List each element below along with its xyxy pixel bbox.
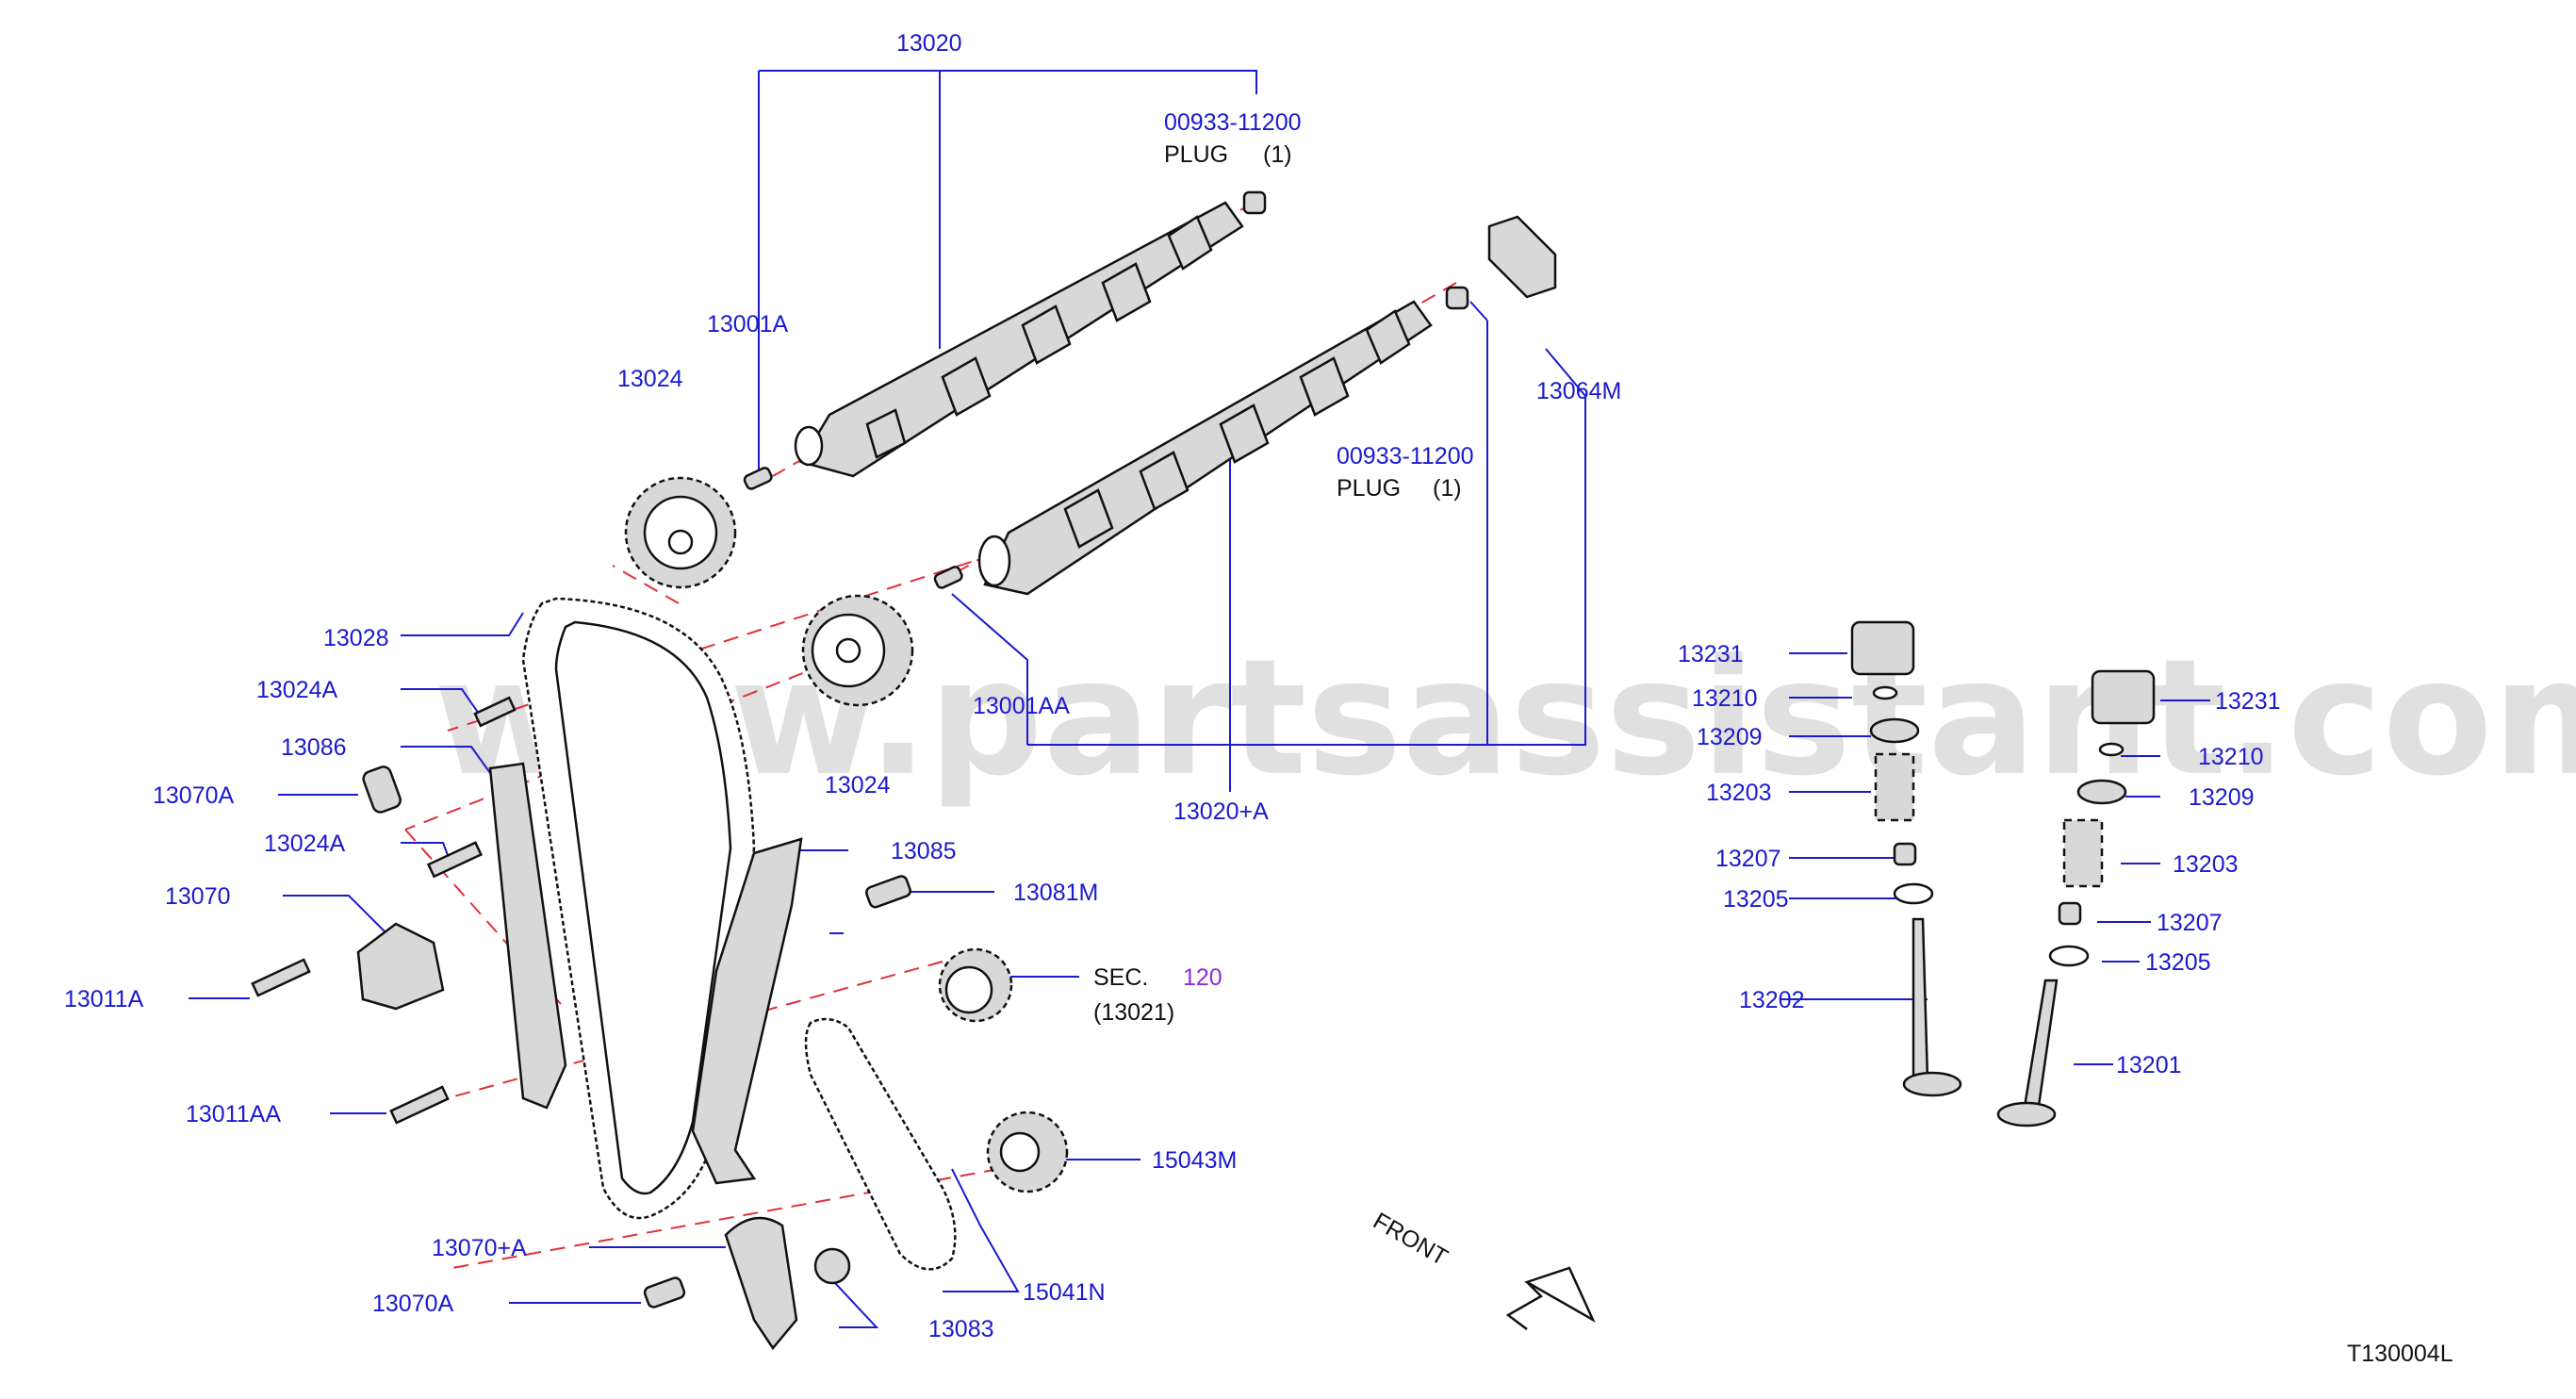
chain-guides [488, 762, 803, 1185]
sprockets [624, 476, 1069, 1285]
callout-13205-left: 13205 [1723, 886, 1789, 913]
callout-13028: 13028 [323, 625, 389, 651]
valve-train [1850, 620, 2156, 1127]
callout-13011AA: 13011AA [186, 1101, 281, 1127]
callout-13020-plus-A: 13020+A [1173, 798, 1269, 825]
callout-13086: 13086 [281, 734, 347, 761]
callout-15043M: 15043M [1152, 1147, 1237, 1174]
callout-13070: 13070 [165, 883, 231, 910]
callout-15041N: 15041N [1023, 1279, 1106, 1306]
callout-13203-right: 13203 [2173, 851, 2239, 878]
callout-13205-right: 13205 [2145, 949, 2211, 976]
front-direction-indicator: FRONT [1369, 1208, 1596, 1330]
callout-13210-left: 13210 [1692, 685, 1758, 712]
section-sub-label: (13021) [1093, 999, 1174, 1026]
callout-13085: 13085 [891, 838, 957, 864]
tensioners-and-fasteners [251, 696, 911, 1351]
callout-13064M: 13064M [1536, 378, 1621, 404]
callout-13011A: 13011A [64, 986, 144, 1012]
callout-13210-right: 13210 [2198, 744, 2264, 770]
callout-13081M: 13081M [1013, 880, 1098, 906]
callout-13207-left: 13207 [1715, 846, 1781, 872]
diagram-id: T130004L [2347, 1341, 2453, 1367]
callout-13231-right: 13231 [2215, 688, 2281, 715]
plug-label-top: PLUG [1164, 141, 1228, 168]
callout-13209-left: 13209 [1697, 724, 1763, 750]
callout-13070A-2: 13070A [372, 1291, 454, 1317]
callout-13001AA: 13001AA [973, 693, 1070, 719]
callout-13001A: 13001A [707, 311, 789, 337]
section-label: SEC. [1093, 964, 1148, 991]
callout-13202: 13202 [1739, 987, 1805, 1013]
callout-13207-right: 13207 [2157, 910, 2223, 936]
section-link-120[interactable]: 120 [1183, 964, 1222, 991]
callout-13024A-2: 13024A [264, 831, 346, 857]
callout-13024-bottom: 13024 [825, 772, 891, 798]
callout-13209-right: 13209 [2189, 784, 2255, 811]
callout-13024-top: 13024 [617, 366, 683, 392]
plug-qty-top: (1) [1263, 141, 1292, 168]
timing-chains [521, 597, 957, 1271]
callout-00933-11200-top: 00933-11200 [1164, 109, 1302, 136]
callout-13083: 13083 [928, 1316, 994, 1342]
callout-00933-11200-mid: 00933-11200 [1337, 443, 1474, 469]
plug-qty-mid: (1) [1433, 475, 1462, 502]
callout-labels: 13020 00933-11200 PLUG (1) 13001A 13024 … [64, 30, 2453, 1367]
camshaft-upper [743, 190, 1267, 490]
camshaft-lower [933, 215, 1557, 596]
callout-13231-left: 13231 [1678, 641, 1744, 667]
plug-label-mid: PLUG [1337, 475, 1401, 502]
front-label: FRONT [1369, 1208, 1452, 1271]
watermark-text: www.partsassistant.com [434, 625, 2576, 812]
callout-13024A-1: 13024A [256, 677, 338, 703]
callout-13070-plus-A: 13070+A [432, 1235, 527, 1261]
callout-13203-left: 13203 [1706, 780, 1772, 806]
callout-13201: 13201 [2116, 1052, 2182, 1078]
callout-13020: 13020 [896, 30, 962, 57]
callout-13070A-1: 13070A [153, 782, 235, 809]
